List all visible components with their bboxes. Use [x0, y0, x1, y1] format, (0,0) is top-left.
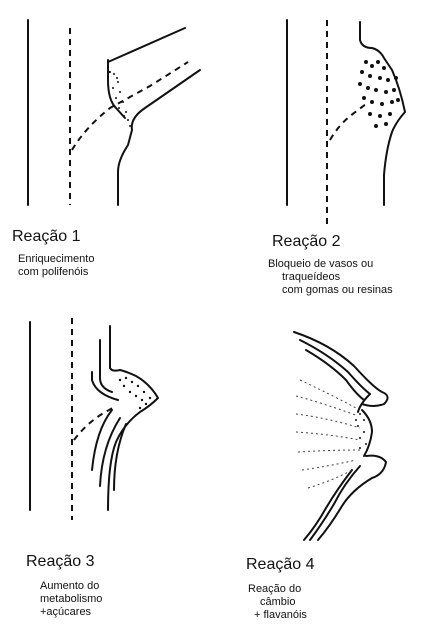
lower-bark-inner — [310, 466, 360, 540]
polyphenol-dots — [112, 73, 131, 127]
panel-reaction-2 — [287, 20, 405, 225]
reaction-2-title: Reação 2 — [272, 233, 341, 251]
flavanol-fibre-3 — [296, 414, 360, 428]
reaction-1-caption-line-2: com polifenóis — [18, 266, 88, 279]
flavanol-fibre-5 — [298, 450, 360, 452]
upper-bark-inner — [300, 340, 370, 394]
dashed-wound-line — [330, 104, 366, 140]
sugar-dots — [119, 377, 151, 409]
reaction-3-caption-line-1: Aumento do — [40, 580, 99, 593]
flavanol-fibre-6 — [302, 460, 356, 470]
gum-resin-dots — [358, 60, 400, 128]
branch-left-edge — [108, 60, 125, 118]
reaction-3-caption-line-3: +açúcares — [40, 606, 91, 619]
reaction-4-caption-line-1: Reação do — [248, 583, 301, 596]
sap-flow-line-2 — [92, 372, 118, 400]
reaction-3-caption-line-2: metabolismo — [40, 593, 102, 606]
flavanol-fibre-4 — [296, 432, 360, 440]
panel-reaction-3 — [30, 318, 158, 520]
reaction-4-caption-line-3: + flavanóis — [254, 609, 307, 622]
upper-cambium-line — [306, 350, 364, 400]
reaction-2-caption-line-2: traqueídeos — [282, 271, 340, 284]
reaction-1-caption-line-1: Enriquecimento — [18, 253, 94, 266]
reaction-1-title: Reação 1 — [12, 228, 81, 246]
flavanol-fibre-1 — [300, 380, 356, 408]
flavanol-fibre-2 — [296, 396, 358, 416]
reaction-3-title: Reação 3 — [26, 553, 95, 571]
lower-cambium-line — [304, 470, 352, 540]
wound-face — [362, 410, 372, 456]
callus-edge — [108, 326, 158, 510]
lower-bark-outer — [318, 456, 386, 540]
panel-reaction-4 — [294, 332, 388, 540]
flavanol-dots — [355, 413, 367, 449]
panel-reaction-1 — [28, 20, 200, 205]
dashed-wound-line — [74, 406, 116, 440]
reaction-4-caption-line-2: câmbio — [260, 596, 295, 609]
bark-swelling-edge — [360, 22, 405, 205]
reaction-2-caption-line-3: com gomas ou resinas — [282, 284, 393, 297]
branch-top-edge — [108, 28, 185, 62]
reaction-2-caption-line-1: Bloqueio de vasos ou — [268, 258, 373, 271]
reaction-4-title: Reação 4 — [246, 556, 315, 574]
branch-lower-edge — [118, 70, 200, 205]
